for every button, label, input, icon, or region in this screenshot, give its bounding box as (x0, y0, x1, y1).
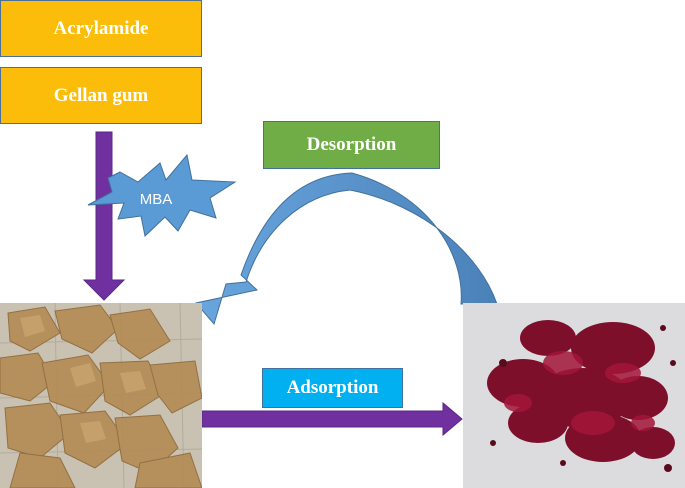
adsorption-box: Adsorption (262, 368, 403, 408)
adsorption-label: Adsorption (287, 377, 379, 399)
dry-hydrogel-photo (0, 303, 202, 488)
desorption-box: Desorption (263, 121, 440, 169)
dry-hydrogel-image (0, 303, 202, 488)
synthesis-arrow (84, 132, 124, 300)
dye-loaded-hydrogel-image (463, 303, 685, 488)
gellan-gum-box: Gellan gum (0, 67, 202, 124)
dye-loaded-hydrogel-photo (463, 303, 685, 488)
acrylamide-label: Acrylamide (54, 18, 149, 40)
mba-label: MBA (140, 191, 173, 208)
desorption-arc-arrow (196, 173, 497, 324)
acrylamide-box: Acrylamide (0, 0, 202, 57)
gellan-gum-label: Gellan gum (54, 85, 148, 107)
desorption-label: Desorption (307, 134, 397, 156)
